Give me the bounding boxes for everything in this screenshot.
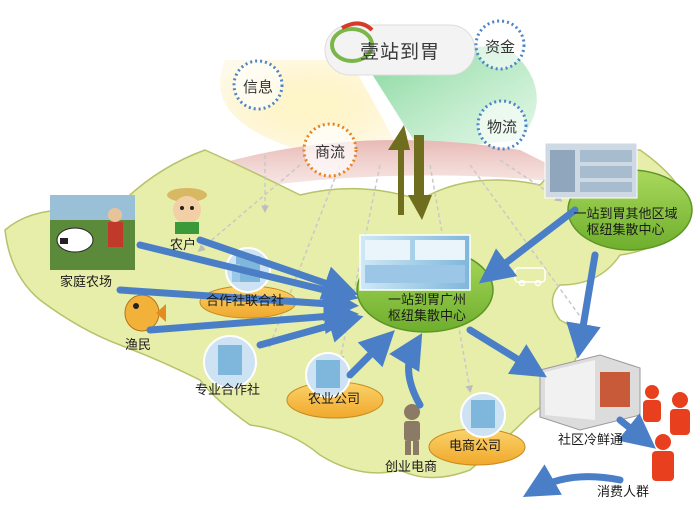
agri-company-node [286,352,384,419]
consumers-people-icon [643,385,690,481]
agri-company-label: 农业公司 [308,392,361,407]
family-farm-photo-icon [50,195,135,270]
logistics-flow-label: 物流 [486,118,517,136]
consumers-label: 消费人群 [597,485,650,500]
specialized-coop-node [203,335,257,389]
bidirectional-arrow-icon [388,125,432,220]
fish-icon [124,294,166,332]
guangzhou-hub-label: 一站到胃广州 枢纽集散中心 [382,293,472,326]
community-label: 社区冷鲜通 [558,433,624,448]
commerce-bubble [302,122,358,178]
coop-union-label: 合作社联合社 [206,294,285,309]
guangzhou-hub [356,234,494,333]
commerce-flow-label: 商流 [314,143,345,161]
farmer-label: 农户 [170,238,197,253]
commerce-flow-fan [170,140,590,200]
ecom-company-node [428,392,526,466]
info-flow-label: 信息 [242,78,273,96]
other-hub-line2: 枢纽集散中心 [586,223,665,239]
startup-ecom-label: 创业电商 [385,460,438,475]
capital-flow-label: 资金 [484,38,515,56]
logo-text: 壹站到胃 [360,41,441,63]
capital-bubble [474,19,526,71]
other-hub-label: 一站到胃其他区域 枢纽集散中心 [563,207,688,240]
family-farm-label: 家庭农场 [60,275,113,290]
guangzhou-hub-line1: 一站到胃广州 [387,293,466,308]
farmer-avatar-icon [167,188,207,234]
logo-badge [324,21,476,76]
startup-person-icon [404,404,420,455]
coop-label: 专业合作社 [195,383,261,398]
other-region-hub [544,142,693,251]
ecom-company-label: 电商公司 [449,439,502,454]
fisherman-label: 渔民 [125,338,152,353]
other-hub-line1: 一站到胃其他区域 [573,207,678,222]
community-store-icon [539,354,641,431]
logistics-bubble [476,99,528,151]
blue-flow-arrows [116,206,656,497]
guangzhou-hub-line2: 枢纽集散中心 [387,309,466,325]
info-bubble [232,59,284,111]
